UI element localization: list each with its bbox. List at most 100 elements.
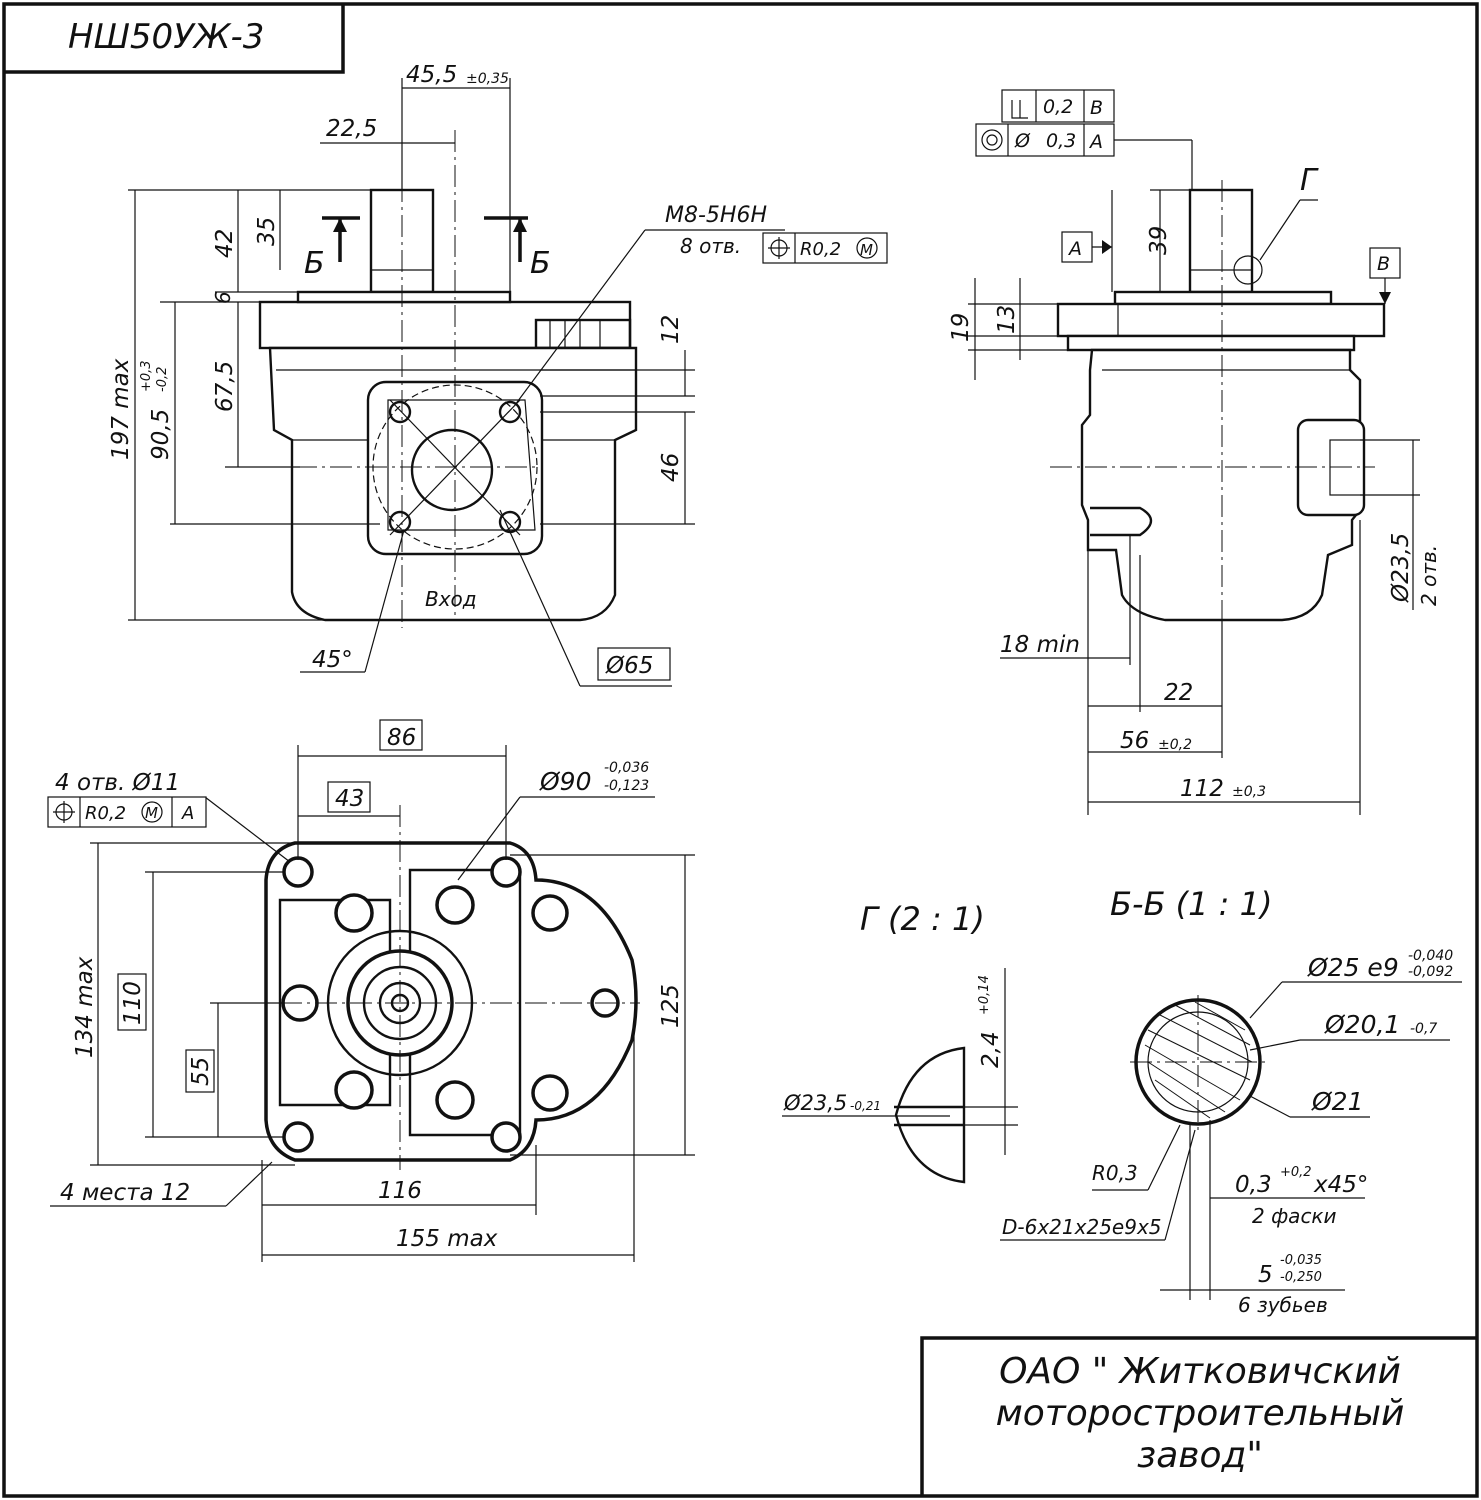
dim-56: 56 [1120, 728, 1149, 754]
dim-23-5: Ø23,5 [1388, 533, 1414, 603]
front-view: Б Б 45,5 ±0,35 22,5 197 max 90,5 +0,3 -0… [108, 62, 888, 687]
detail-g: Г (2 : 1) 2,4 +0,14 Ø23,5 -0,21 [782, 900, 1018, 1184]
dim-90-5-tol-up: +0,3 [139, 360, 154, 392]
section-mark-right: Б [530, 246, 551, 281]
bb-dim-20-1: Ø20,1 [1324, 1010, 1400, 1039]
dim-42: 42 [212, 229, 238, 258]
hole-datum: A [181, 803, 194, 824]
tol-symbol-2: Ø [1014, 130, 1031, 152]
bb-r0-3: R0,3 [1092, 1161, 1138, 1185]
places-callout: 4 места 12 [60, 1180, 190, 1206]
dim-116: 116 [378, 1178, 422, 1204]
dim-125: 125 [658, 984, 684, 1028]
bb-spline-designation: D-6x21x25e9x5 [1002, 1215, 1162, 1239]
bb-dim-25-up: -0,040 [1408, 948, 1453, 964]
bb-chamfer-tol: +0,2 [1280, 1165, 1312, 1180]
inlet-port [410, 428, 494, 512]
dim-65: Ø65 [605, 653, 653, 679]
dim-39: 39 [1146, 226, 1172, 255]
tol-value-1: 0,2 [1043, 96, 1073, 118]
dim-22-5: 22,5 [326, 116, 377, 142]
hole-position-frame: R0,2 M A [47, 796, 207, 828]
dim-19: 19 [948, 313, 974, 342]
dim-18-min: 18 min [1000, 632, 1080, 658]
dim-134: 134 max [72, 956, 98, 1058]
perpendicularity-frame: 0,2 B [1001, 89, 1115, 123]
flange-bolt-hole [490, 1121, 522, 1153]
dim-12: 12 [658, 315, 684, 344]
dim-67-5: 67,5 [212, 361, 238, 412]
manufacturer-line-1: ОАО " Житковичский [999, 1351, 1401, 1392]
side-body [1080, 348, 1362, 622]
bb-teeth: 6 зубьев [1238, 1293, 1328, 1317]
bb-dim-21: Ø21 [1311, 1087, 1364, 1116]
dim-86: 86 [387, 725, 416, 751]
dim-197: 197 max [108, 358, 134, 460]
side-flange [1056, 302, 1386, 338]
dim-90-up: -0,036 [604, 760, 649, 776]
section-bb: Б-Б (1 : 1) Ø25 e9 -0,040 -0,092 Ø20,1 -… [1000, 885, 1462, 1317]
manufacturer-line-2: моторостроительный [996, 1393, 1405, 1434]
tol-value-2: 0,3 [1046, 130, 1076, 152]
dim-22: 22 [1164, 680, 1193, 706]
bb-dim-5: 5 [1258, 1262, 1273, 1288]
bb-dim-5-dn: -0,250 [1280, 1270, 1322, 1285]
dim-46: 46 [658, 453, 684, 482]
detail-g-profile [894, 1046, 966, 1184]
dim-90-5-tol-dn: -0,2 [155, 367, 170, 392]
dim-155: 155 max [396, 1226, 498, 1252]
bb-dim-20-1-tol: -0,7 [1410, 1021, 1437, 1037]
bb-dim-25: Ø25 e9 [1307, 953, 1399, 982]
dim-6: 6 [211, 291, 235, 304]
dim-43: 43 [335, 786, 364, 812]
concentricity-icon [981, 129, 1003, 151]
dim-35: 35 [254, 217, 280, 246]
thread-holes-count: 8 отв. [680, 234, 741, 258]
dim-112: 112 [1180, 776, 1224, 802]
flange-bolt-hole [490, 856, 522, 888]
bb-chamfer: 0,3 [1235, 1172, 1272, 1198]
flange-bolt-hole [282, 1121, 314, 1153]
hole-position-tol: R0,2 [85, 803, 126, 824]
modifier-m: M [860, 241, 873, 259]
dim-13: 13 [994, 305, 1020, 334]
bb-dim-25-dn: -0,092 [1408, 964, 1453, 980]
port-bolt-hole [388, 510, 412, 534]
dim-45-deg: 45° [312, 647, 353, 673]
port-bolt-hole [498, 400, 522, 424]
dim-90-5: 90,5 [148, 409, 174, 460]
side-shaft [1188, 188, 1254, 294]
thread-callout: M8-5H6H [665, 203, 767, 228]
port-label: Вход [425, 587, 477, 611]
hole-modifier: M [145, 804, 158, 822]
position-tolerance-frame: R0,2 M [762, 232, 888, 264]
dim-110: 110 [120, 981, 146, 1025]
dim-55: 55 [188, 1057, 214, 1086]
shaft [369, 188, 435, 294]
port-bolt-hole [388, 400, 412, 424]
manufacturer-line-3: завод" [1137, 1435, 1263, 1476]
concentricity-frame: Ø 0,3 A [975, 123, 1115, 157]
designation-text: НШ50УЖ-3 [68, 17, 264, 57]
side-view: Г 0,2 B Ø 0,3 A A B [948, 89, 1441, 815]
thread-position-tol: R0,2 [800, 239, 841, 260]
detail-g-title: Г (2 : 1) [860, 900, 985, 938]
mounting-flange [258, 300, 632, 350]
bb-dim-5-up: -0,035 [1280, 1253, 1322, 1268]
detail-g-dim-2-4: 2,4 [978, 1031, 1004, 1068]
manufacturer-block: ОАО " Житковичский моторостроительный за… [920, 1336, 1477, 1496]
detail-g-dim-23-5: Ø23,5 [783, 1091, 847, 1115]
dim-90: Ø90 [539, 767, 592, 796]
section-hatch [1144, 1001, 1253, 1119]
section-mark-left: Б [304, 246, 325, 281]
dim-45-5: 45,5 [406, 62, 457, 88]
perpendicularity-icon [1011, 100, 1028, 119]
datum-a-label: A [1067, 238, 1082, 260]
section-bb-title: Б-Б (1 : 1) [1110, 885, 1272, 923]
designation-box: НШ50УЖ-3 [4, 4, 345, 74]
dim-2-holes: 2 отв. [1417, 545, 1441, 606]
flange-bolt-hole [282, 856, 314, 888]
